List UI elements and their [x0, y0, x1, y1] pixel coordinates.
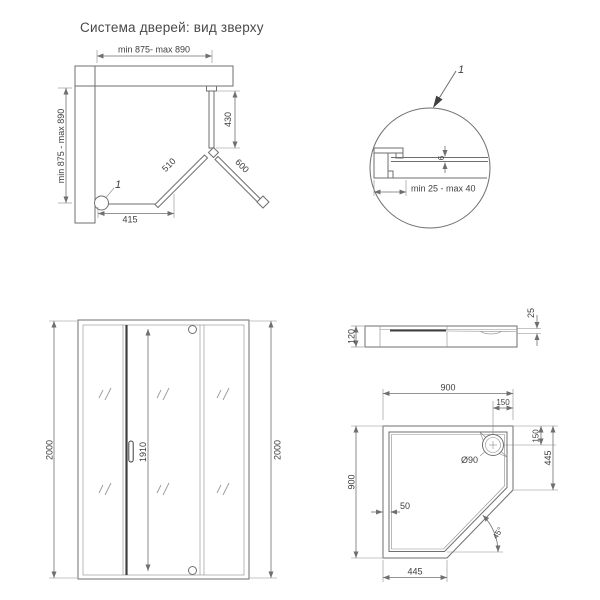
dim-tray-rim-label: 25 [526, 308, 536, 318]
angle-arc [482, 514, 501, 553]
detail-view: 1 6 min 25 - max 40 [369, 64, 491, 229]
dim-tray-width-label: 900 [440, 383, 455, 393]
tray-profile [364, 325, 518, 348]
dim-angle-label: 45° [491, 526, 505, 541]
dim-height-left-label: 2000 [45, 440, 55, 460]
drain-label: Ø90 [461, 455, 478, 465]
callout-label: 1 [458, 64, 464, 76]
frame-outer [77, 319, 250, 580]
profile-body [373, 152, 389, 179]
drain-inner-circle [485, 437, 501, 453]
pivot-hinge-top [188, 325, 197, 334]
door-handle [128, 440, 134, 463]
dim-drain-x-label: 150 [496, 398, 510, 407]
dim-height-right-label: 2000 [273, 440, 283, 460]
dim-bottom-label: 415 [122, 215, 137, 225]
wall-top [74, 65, 234, 87]
tray-rim-inner [388, 431, 508, 552]
detail-marker-circle [94, 195, 109, 211]
profile-flange [373, 147, 404, 154]
detail-circle [369, 107, 491, 229]
dim-glass-label: 6 [437, 155, 446, 160]
glass-reflection-marks [98, 387, 230, 496]
callout-arrow-shaft [437, 70, 457, 101]
callout-arrow-icon [433, 95, 443, 108]
frame-inner [82, 324, 245, 576]
leader-line [105, 187, 115, 198]
page-title: Система дверей: вид зверху [80, 20, 264, 35]
dim-door-height-label: 1910 [138, 442, 148, 462]
dim-door-label: 600 [233, 157, 251, 175]
tray-surface-line [447, 330, 517, 332]
dim-tray-height-label: 120 [347, 329, 357, 344]
front-view: 1910 2000 2000 [45, 319, 283, 580]
dim-diagonal-panel-label: 510 [160, 156, 178, 174]
dim-profile-label: min 25 - max 40 [411, 184, 476, 194]
tray-outline [382, 425, 514, 559]
wall-left [74, 65, 96, 224]
profile-step [387, 170, 394, 179]
top-view: min 875- max 890 min 875 - max 890 430 6… [56, 45, 270, 225]
fixed-panel-right [208, 90, 215, 149]
tray-rim-inner2 [391, 434, 505, 550]
dim-fixed-panel-label: 430 [223, 112, 233, 127]
dim-left-width-label: min 875 - max 890 [56, 109, 66, 184]
dim-top-width-label: min 875- max 890 [118, 45, 190, 55]
drain-bump [480, 331, 502, 335]
diagonal-panel [154, 154, 209, 209]
wall-bracket [206, 85, 217, 92]
door-knob [256, 195, 270, 209]
dim-bottom-edge-label: 445 [407, 567, 422, 577]
dim-wall-label: 50 [400, 501, 410, 511]
hinge-node [207, 146, 220, 159]
pivot-hinge-bottom [188, 566, 197, 575]
tray-top-view: Ø90 900 150 150 445 900 50 [347, 383, 558, 582]
leader-line [479, 451, 485, 457]
dim-tray-depth-label: 900 [347, 474, 357, 489]
dim-right-edge-label: 445 [543, 450, 553, 465]
detail-ref-label: 1 [115, 179, 121, 191]
dim-drain-y-label: 150 [532, 429, 541, 443]
tray-side-view: 120 25 [347, 308, 541, 348]
